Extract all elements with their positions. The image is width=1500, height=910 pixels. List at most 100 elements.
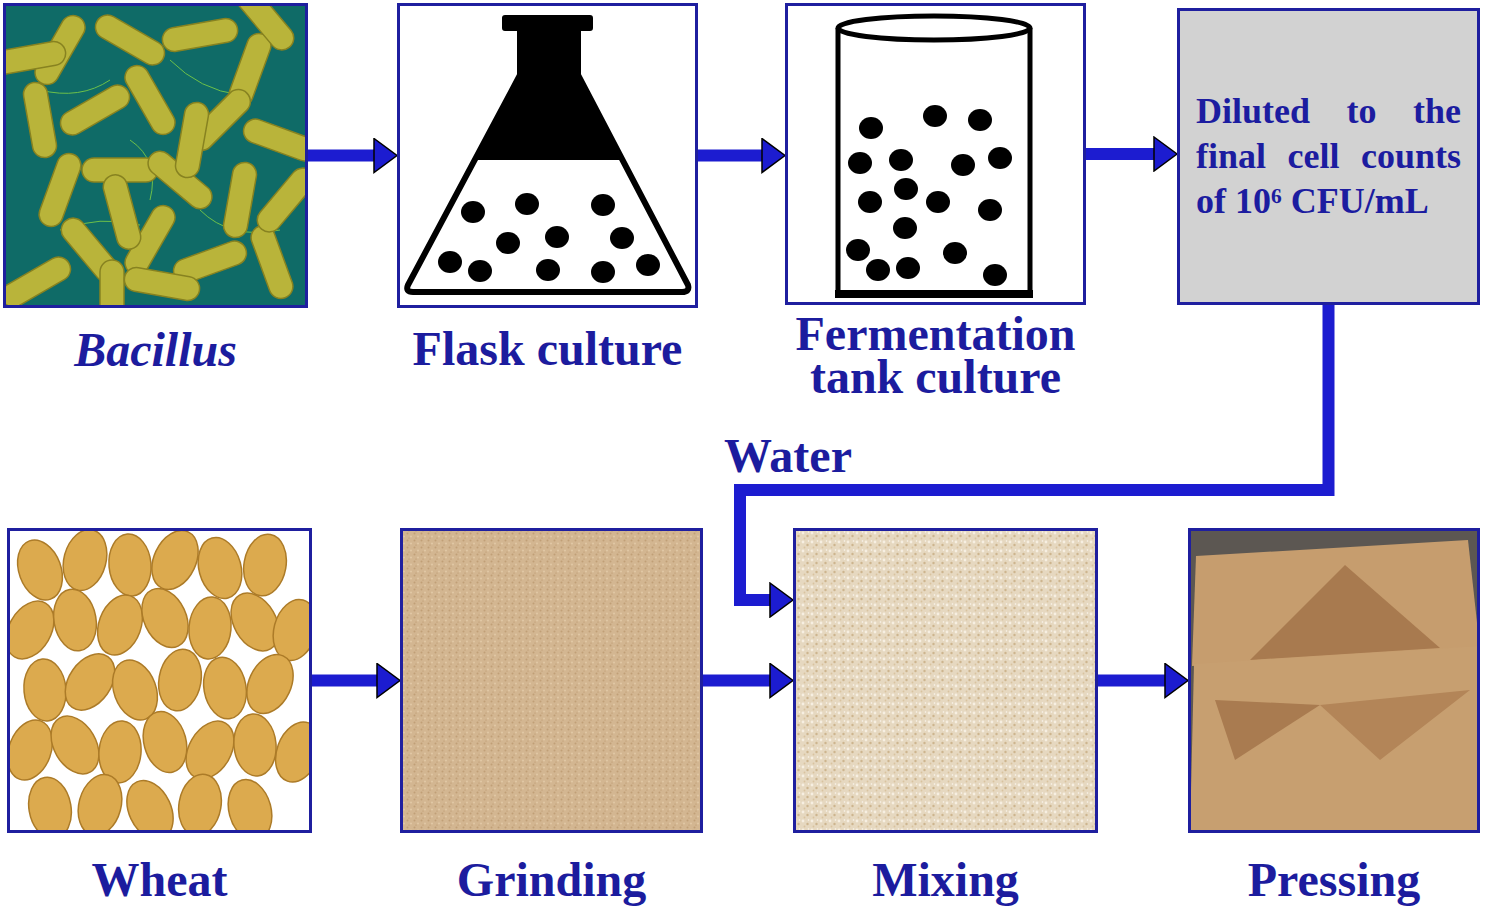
wheat-photo-part-part (199, 654, 251, 722)
mixture-photo-part (796, 531, 1095, 830)
process-box: Diluted to the final cell counts of 10⁶ … (1177, 8, 1480, 305)
flow-arrow (308, 150, 374, 162)
edge-label-holder: Water (678, 432, 898, 480)
image-box: Fermentation tank culture (785, 3, 1086, 305)
bacillus-micrograph-part-part (6, 40, 68, 77)
wheat-photo-part-part (57, 531, 114, 595)
tank-drawing-part (1028, 28, 1033, 293)
wheat-photo-part-part (174, 771, 226, 830)
bacillus-micrograph-part-part (91, 11, 169, 70)
bacillus-micrograph-part-part (252, 163, 305, 237)
bacillus-micrograph (6, 6, 305, 305)
bacillus-micrograph-part-part (222, 160, 259, 239)
tank-drawing-part-part (896, 257, 920, 279)
bacillus-micrograph-part-part (100, 260, 124, 305)
pressed-block-photo-part (1192, 540, 1477, 666)
flask-drawing-part (475, 18, 622, 160)
bacillus-micrograph-part-part (121, 61, 180, 139)
flour-photo (403, 531, 700, 830)
tank-drawing-part-part (848, 152, 872, 174)
tank-drawing-part-part (893, 217, 917, 239)
pressed-block-photo-part (1191, 646, 1477, 830)
box-label: Wheat (0, 858, 325, 901)
flask-drawing-part (407, 18, 688, 292)
box-label: Pressing (1169, 858, 1499, 901)
flask-drawing-part-part (636, 254, 660, 276)
tank-drawing-part (836, 28, 841, 293)
wheat-photo-part-part (72, 770, 129, 830)
tank-drawing-part-part (926, 191, 950, 213)
wheat-photo-part-part (49, 586, 101, 654)
image-box: Wheat (7, 528, 312, 833)
tank-drawing-part-part (894, 178, 918, 200)
wheat-photo-part-part (41, 708, 108, 783)
tank-drawing-part (838, 16, 1030, 40)
bacillus-micrograph-part-part (248, 222, 297, 302)
pressed-block-photo (1191, 531, 1477, 830)
wheat-photo-part-part (118, 773, 182, 830)
tank-drawing-part-part (988, 147, 1012, 169)
flow-arrow (703, 675, 770, 687)
flow-arrow (1098, 675, 1165, 687)
box-label: Grinding (387, 858, 717, 901)
flask-drawing-part-part (515, 193, 539, 215)
bacillus-micrograph-part-part (6, 253, 75, 305)
wheat-photo-part-part (268, 716, 309, 789)
tank-drawing-part (835, 290, 1033, 298)
image-box: Mixing (793, 528, 1098, 833)
flask-drawing-part (438, 193, 660, 283)
tank-drawing-part (846, 105, 1012, 286)
bacillus-micrograph-part-part (122, 266, 201, 303)
tank-drawing-part-part (866, 259, 890, 281)
wheat-photo-part-part (24, 774, 76, 830)
flask-drawing-part-part (545, 226, 569, 248)
tank-drawing-part-part (846, 239, 870, 261)
box-label: Mixing (781, 858, 1111, 901)
tank-drawing-part-part (983, 264, 1007, 286)
flask-drawing-part-part (536, 259, 560, 281)
tank-drawing-part-part (889, 149, 913, 171)
tank-drawing-part-part (968, 109, 992, 131)
tank-drawing-part-part (923, 105, 947, 127)
bacillus-micrograph-part-part (160, 17, 239, 54)
flask-drawing-part-part (468, 260, 492, 282)
mixture-photo (796, 531, 1095, 830)
wheat-photo-part-part (90, 589, 151, 662)
wheat-photo-part-part (239, 531, 291, 599)
wheat-photo-part-part (192, 533, 249, 604)
flask-drawing-part-part (438, 251, 462, 273)
box-label: Flask culture (383, 327, 713, 370)
flow-arrow (698, 150, 762, 162)
flask-drawing-part-part (591, 261, 615, 283)
bacillus-micrograph-part-part (101, 172, 144, 252)
bacillus-micrograph-part-part (231, 6, 298, 55)
image-box: Pressing (1188, 528, 1480, 833)
wheat-photo-part (10, 531, 309, 830)
flask-drawing-part-part (461, 201, 485, 223)
wheat-photo-part-part (231, 712, 278, 777)
wheat-photo-part-part (106, 532, 153, 597)
flask-drawing-part-part (591, 194, 615, 216)
box-text: Diluted to the final cell counts of 10⁶ … (1196, 89, 1461, 224)
tank-drawing-part-part (858, 191, 882, 213)
box-label: Bacillus (0, 328, 321, 371)
flask-drawing-part-part (610, 227, 634, 249)
box-label: Fermentation tank culture (771, 312, 1101, 398)
bacillus-micrograph-part-part (240, 116, 305, 165)
tank-drawing (835, 16, 1033, 294)
tank-drawing-part-part (951, 154, 975, 176)
tank-drawing-part-part (943, 242, 967, 264)
wheat-photo-part-part (154, 646, 206, 714)
tank-drawing-part-part (978, 199, 1002, 221)
image-box: Flask culture (397, 3, 698, 308)
flour-photo-part (403, 531, 700, 830)
wheat-photo-part-part (133, 581, 197, 655)
wheat-photo-part-part (21, 657, 68, 722)
image-box: Bacillus (3, 3, 308, 308)
tank-drawing-part-part (859, 117, 883, 139)
flow-arrow (1086, 148, 1154, 160)
wheat-photo-part-part (186, 595, 233, 660)
bacillus-micrograph-part-part (22, 80, 59, 159)
pressed-block-photo-part (1250, 565, 1440, 660)
